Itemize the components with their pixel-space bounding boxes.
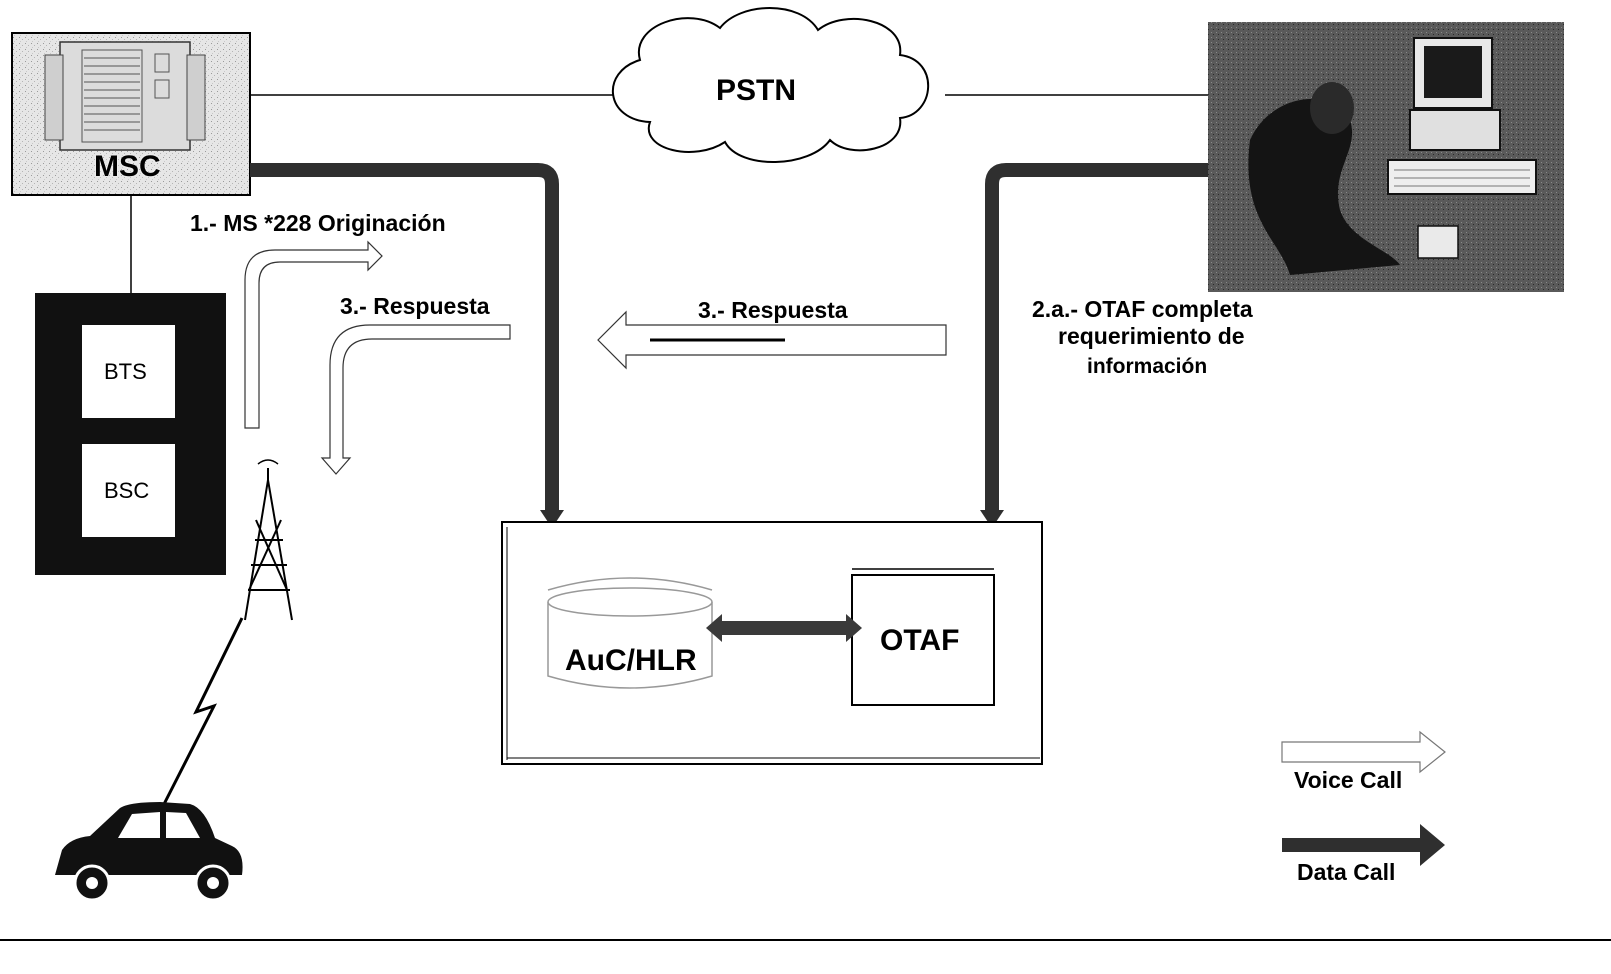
voice-arrow-step1 [244,240,383,429]
step3-mid-label: 3.- Respuesta [698,297,848,323]
voice-trunk-lines [130,94,1240,293]
pstn-label: PSTN [716,74,797,107]
database-icon [547,577,713,689]
step2a-line2: requerimiento de [1058,323,1245,349]
operator-workstation-icon [1208,22,1564,292]
lightning-icon [158,617,244,813]
otaf-box [851,568,995,706]
cloud-icon [612,7,930,163]
otaf-label: OTAF [880,624,960,657]
auc-hlr-label: AuC/HLR [565,644,697,677]
antenna-tower-icon [244,459,293,621]
step1-label: 1.- MS *228 Originación [190,210,446,236]
hlr-otaf-data-link [706,614,862,642]
bts-label: BTS [104,359,147,384]
msc-switch-icon [11,32,251,196]
data-arrowhead-left [540,510,564,528]
legend-data-label: Data Call [1297,859,1396,885]
voice-arrow-step3-left [320,324,511,475]
data-call-links [250,163,1208,512]
legend-voice-arrow [1281,730,1446,774]
bts-bsc-frame [35,293,226,575]
step2a-line1: 2.a.- OTAF completa [1032,296,1253,322]
car-icon [55,802,243,902]
legend-data-arrow [1282,824,1445,866]
data-arrowhead-right [980,510,1004,528]
legend-voice-label: Voice Call [1294,767,1403,793]
voice-arrow-step3-mid [597,310,947,370]
bsc-label: BSC [104,478,150,503]
step2a-line3: información [1087,355,1208,378]
msc-label: MSC [94,150,161,183]
step3-left-label: 3.- Respuesta [340,293,490,319]
